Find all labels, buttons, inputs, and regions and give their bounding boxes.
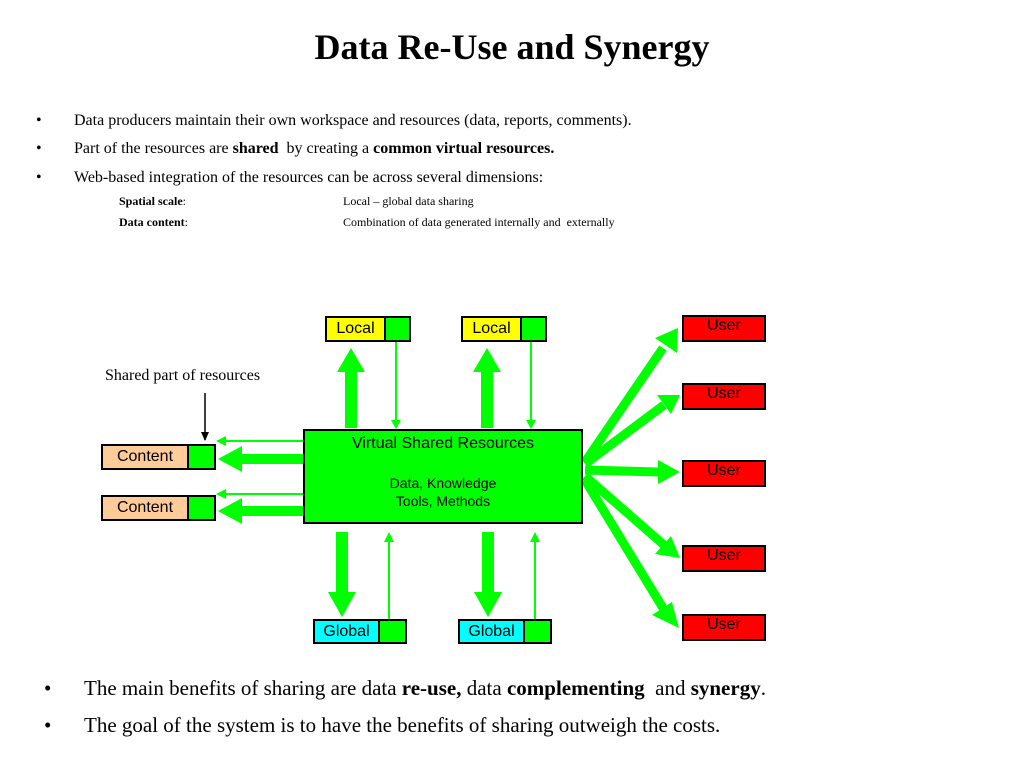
content-shared-square-1: [187, 444, 216, 470]
bullet-dot: •: [36, 169, 42, 186]
global-label: Global: [468, 622, 515, 640]
bullet-dot: •: [36, 140, 42, 157]
global-label: Global: [323, 622, 370, 640]
bullet-segment-bold: shared: [232, 140, 279, 157]
center-title: Virtual Shared Resources: [351, 435, 535, 452]
bullet-segment: by creating a: [278, 140, 374, 157]
global-shared-square-2: [523, 619, 552, 644]
arrow-down-to-global-2: [474, 532, 502, 617]
local-label: Local: [472, 320, 511, 337]
bullet-text: The main benefits of sharing are data re…: [84, 676, 766, 701]
content-label: Content: [116, 499, 174, 516]
dimension-label-content: Data content:: [119, 215, 188, 230]
user-box-3: User: [682, 460, 766, 487]
arrow-down-to-global-1: [328, 532, 356, 617]
local-shared-square-1: [384, 316, 411, 342]
arrow-to-user-4: [582, 472, 680, 558]
local-shared-square-2: [520, 316, 547, 342]
bullet-segment: Data producers maintain their own worksp…: [74, 112, 632, 129]
dimension-term: Data content: [119, 215, 185, 229]
arrow-down-from-local-2: [526, 342, 536, 429]
arrow-up-to-local-1: [337, 348, 365, 428]
bullet-segment: and: [644, 676, 691, 700]
global-box-2: Global: [458, 619, 525, 644]
dimension-colon: :: [184, 215, 188, 229]
bullet-dot: •: [36, 112, 42, 129]
virtual-shared-resources-box: Virtual Shared Resources Data, Knowledge…: [303, 429, 583, 524]
arrow-down-from-local-1: [391, 342, 401, 429]
center-line-1: Data, Knowledge: [389, 475, 497, 491]
user-box-2: User: [682, 383, 766, 410]
bullet-text: Data producers maintain their own worksp…: [74, 112, 632, 130]
arrow-up-to-local-2: [473, 348, 501, 428]
local-box-1: Local: [325, 316, 386, 342]
arrow-to-user-5: [581, 477, 679, 628]
arrow-to-user-2: [582, 395, 680, 468]
bullet-segment-bold: synergy: [690, 676, 761, 700]
dimension-value-spatial: Local – global data sharing: [343, 194, 474, 208]
dimension-colon: :: [182, 194, 187, 208]
user-label: User: [707, 385, 741, 402]
arrow-thick-to-content-2: [218, 498, 303, 524]
dimension-value-content: Combination of data generated internally…: [343, 215, 615, 229]
global-shared-square-1: [378, 619, 407, 644]
bullet-segment: .: [760, 676, 766, 700]
local-label: Local: [336, 320, 375, 337]
bullet-segment: Part of the resources are: [74, 140, 233, 157]
dimension-label-spatial: Spatial scale:: [119, 194, 186, 209]
bullet-text: The goal of the system is to have the be…: [84, 713, 720, 738]
bullet-dot: •: [44, 713, 52, 737]
arrow-up-from-global-2: [530, 532, 540, 619]
shared-part-annotation: Shared part of resources: [105, 367, 261, 384]
bullet-segment-bold: re-use,: [401, 676, 462, 700]
user-label: User: [707, 547, 741, 564]
bullet-text: Web-based integration of the resources c…: [74, 169, 543, 187]
user-label: User: [707, 317, 741, 334]
user-label: User: [707, 462, 741, 479]
user-box-1: User: [682, 315, 766, 342]
arrow-thin-to-content-2: [216, 489, 303, 499]
content-box-2: Content: [101, 495, 189, 521]
dimension-term: Spatial scale: [119, 194, 183, 208]
content-box-1: Content: [101, 444, 189, 470]
arrow-thin-to-content-1: [216, 436, 303, 446]
content-label: Content: [116, 448, 174, 465]
bullet-segment-bold: complementing: [506, 676, 645, 700]
bullet-dot: •: [44, 676, 52, 700]
content-shared-square-2: [187, 495, 216, 521]
bullet-segment-bold: common virtual resources.: [373, 140, 555, 157]
center-line-2: Tools, Methods: [395, 493, 491, 509]
arrow-to-user-3: [584, 460, 680, 484]
slide-title: Data Re-Use and Synergy: [314, 27, 710, 67]
bullet-text: Part of the resources are shared by crea…: [74, 140, 554, 158]
local-box-2: Local: [461, 316, 522, 342]
arrow-thick-to-content-1: [218, 446, 303, 472]
user-box-5: User: [682, 614, 766, 641]
bullet-segment: Web-based integration of the resources c…: [74, 169, 544, 186]
bullet-segment: The goal of the system is to have the be…: [84, 713, 721, 737]
bullet-segment: data: [461, 676, 507, 700]
user-label: User: [707, 616, 741, 633]
bullet-segment: The main benefits of sharing are data: [84, 676, 402, 700]
arrow-up-from-global-1: [384, 532, 394, 619]
arrow-to-user-1: [581, 328, 678, 465]
user-box-4: User: [682, 545, 766, 572]
global-box-1: Global: [313, 619, 380, 644]
